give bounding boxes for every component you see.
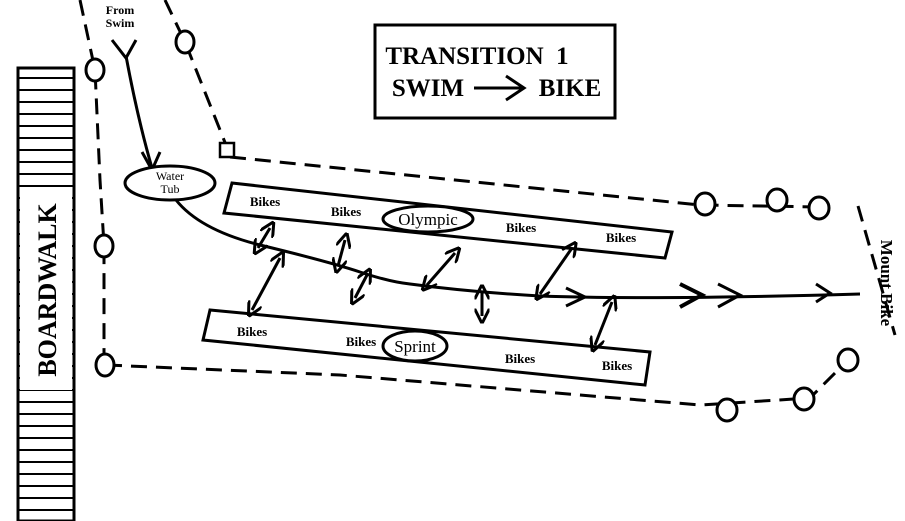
- post: [792, 386, 816, 412]
- swim-to-bike-arrowhead: [505, 74, 527, 102]
- post: [807, 195, 831, 221]
- post: [765, 187, 789, 213]
- post: [693, 191, 717, 217]
- mount-bike-label: Mount Bike: [877, 240, 896, 327]
- post: [93, 233, 115, 259]
- boardwalk-label: BOARDWALK: [33, 203, 62, 377]
- access-arrow: [258, 228, 270, 248]
- from-swim-label-2: Swim: [106, 16, 135, 30]
- post: [174, 29, 196, 55]
- sprint-bikes-label: Bikes: [237, 324, 267, 339]
- sprint-bikes-label: Bikes: [346, 334, 376, 349]
- water-tub-label-2: Tub: [161, 182, 180, 196]
- post: [84, 57, 106, 83]
- sprint-badge: [381, 329, 449, 363]
- direction-chevrons: [565, 282, 833, 309]
- fence-bottom: [105, 358, 850, 407]
- title-swim: SWIM: [392, 75, 464, 102]
- direction-chevron: [679, 282, 707, 309]
- from-swim-label-1: From: [106, 3, 134, 17]
- from-swim-arrowhead: [110, 39, 138, 61]
- water-tub-label-1: Water: [156, 169, 184, 183]
- title-box: TRANSITION 1 SWIM BIKE: [373, 23, 617, 120]
- access-arrow: [427, 253, 455, 285]
- fence-posts: [84, 29, 860, 423]
- access-arrow: [595, 302, 612, 345]
- olympic-bikes-label: Bikes: [250, 194, 280, 209]
- direction-chevron: [717, 282, 744, 309]
- rack-access-arrows: [252, 228, 612, 345]
- fence-corner-post: [218, 141, 236, 159]
- direction-chevron: [815, 282, 833, 304]
- rack-sprint: Bikes Bikes Sprint Bikes Bikes: [201, 308, 652, 387]
- boardwalk: BOARDWALK: [16, 66, 76, 521]
- direction-chevron: [565, 286, 589, 308]
- post: [94, 352, 116, 378]
- access-arrow: [540, 248, 572, 294]
- olympic-bikes-label: Bikes: [506, 220, 536, 235]
- access-arrow: [355, 275, 367, 298]
- title-line1: TRANSITION 1: [385, 43, 568, 70]
- olympic-name: Olympic: [398, 210, 458, 229]
- sprint-bikes-label: Bikes: [602, 358, 632, 373]
- fence-right: [856, 205, 897, 336]
- post: [836, 347, 860, 373]
- title-bike: BIKE: [539, 75, 602, 102]
- olympic-badge: [381, 204, 475, 234]
- access-arrow: [338, 240, 345, 266]
- olympic-bikes-label: Bikes: [606, 230, 636, 245]
- post: [715, 397, 739, 423]
- sprint-bikes-label: Bikes: [505, 351, 535, 366]
- water-tub: Water Tub: [123, 164, 217, 202]
- sprint-name: Sprint: [394, 337, 436, 356]
- olympic-bikes-label: Bikes: [331, 204, 361, 219]
- fence-top-left: [163, 0, 230, 151]
- fence-left: [78, 0, 106, 365]
- access-arrow: [252, 258, 280, 310]
